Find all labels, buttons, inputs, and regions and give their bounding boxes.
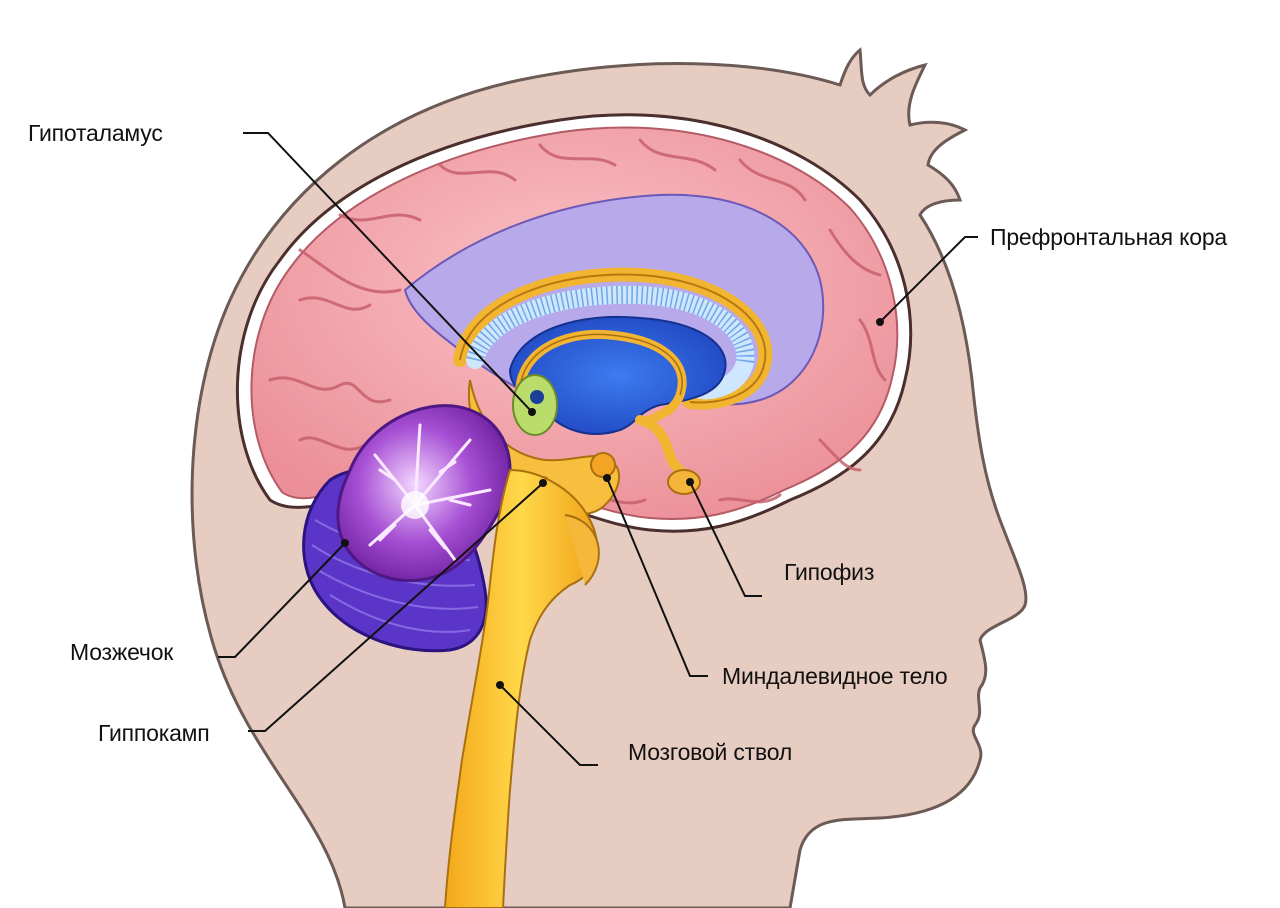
cingulate-band [466, 285, 755, 400]
label-prefrontal-cortex: Префронтальная кора [990, 224, 1227, 250]
label-pituitary: Гипофиз [784, 559, 874, 585]
label-hippocampus: Гиппокамп [98, 720, 210, 746]
leader-lines [218, 132, 978, 766]
label-cerebellum: Мозжечок [70, 639, 174, 665]
label-amygdala: Миндалевидное тело [722, 663, 947, 689]
label-brainstem: Мозговой ствол [628, 739, 792, 765]
label-hypothalamus: Гипоталамус [28, 120, 163, 146]
pituitary-gland [667, 469, 701, 495]
thalamus [512, 374, 558, 436]
amygdala-node [590, 452, 616, 478]
